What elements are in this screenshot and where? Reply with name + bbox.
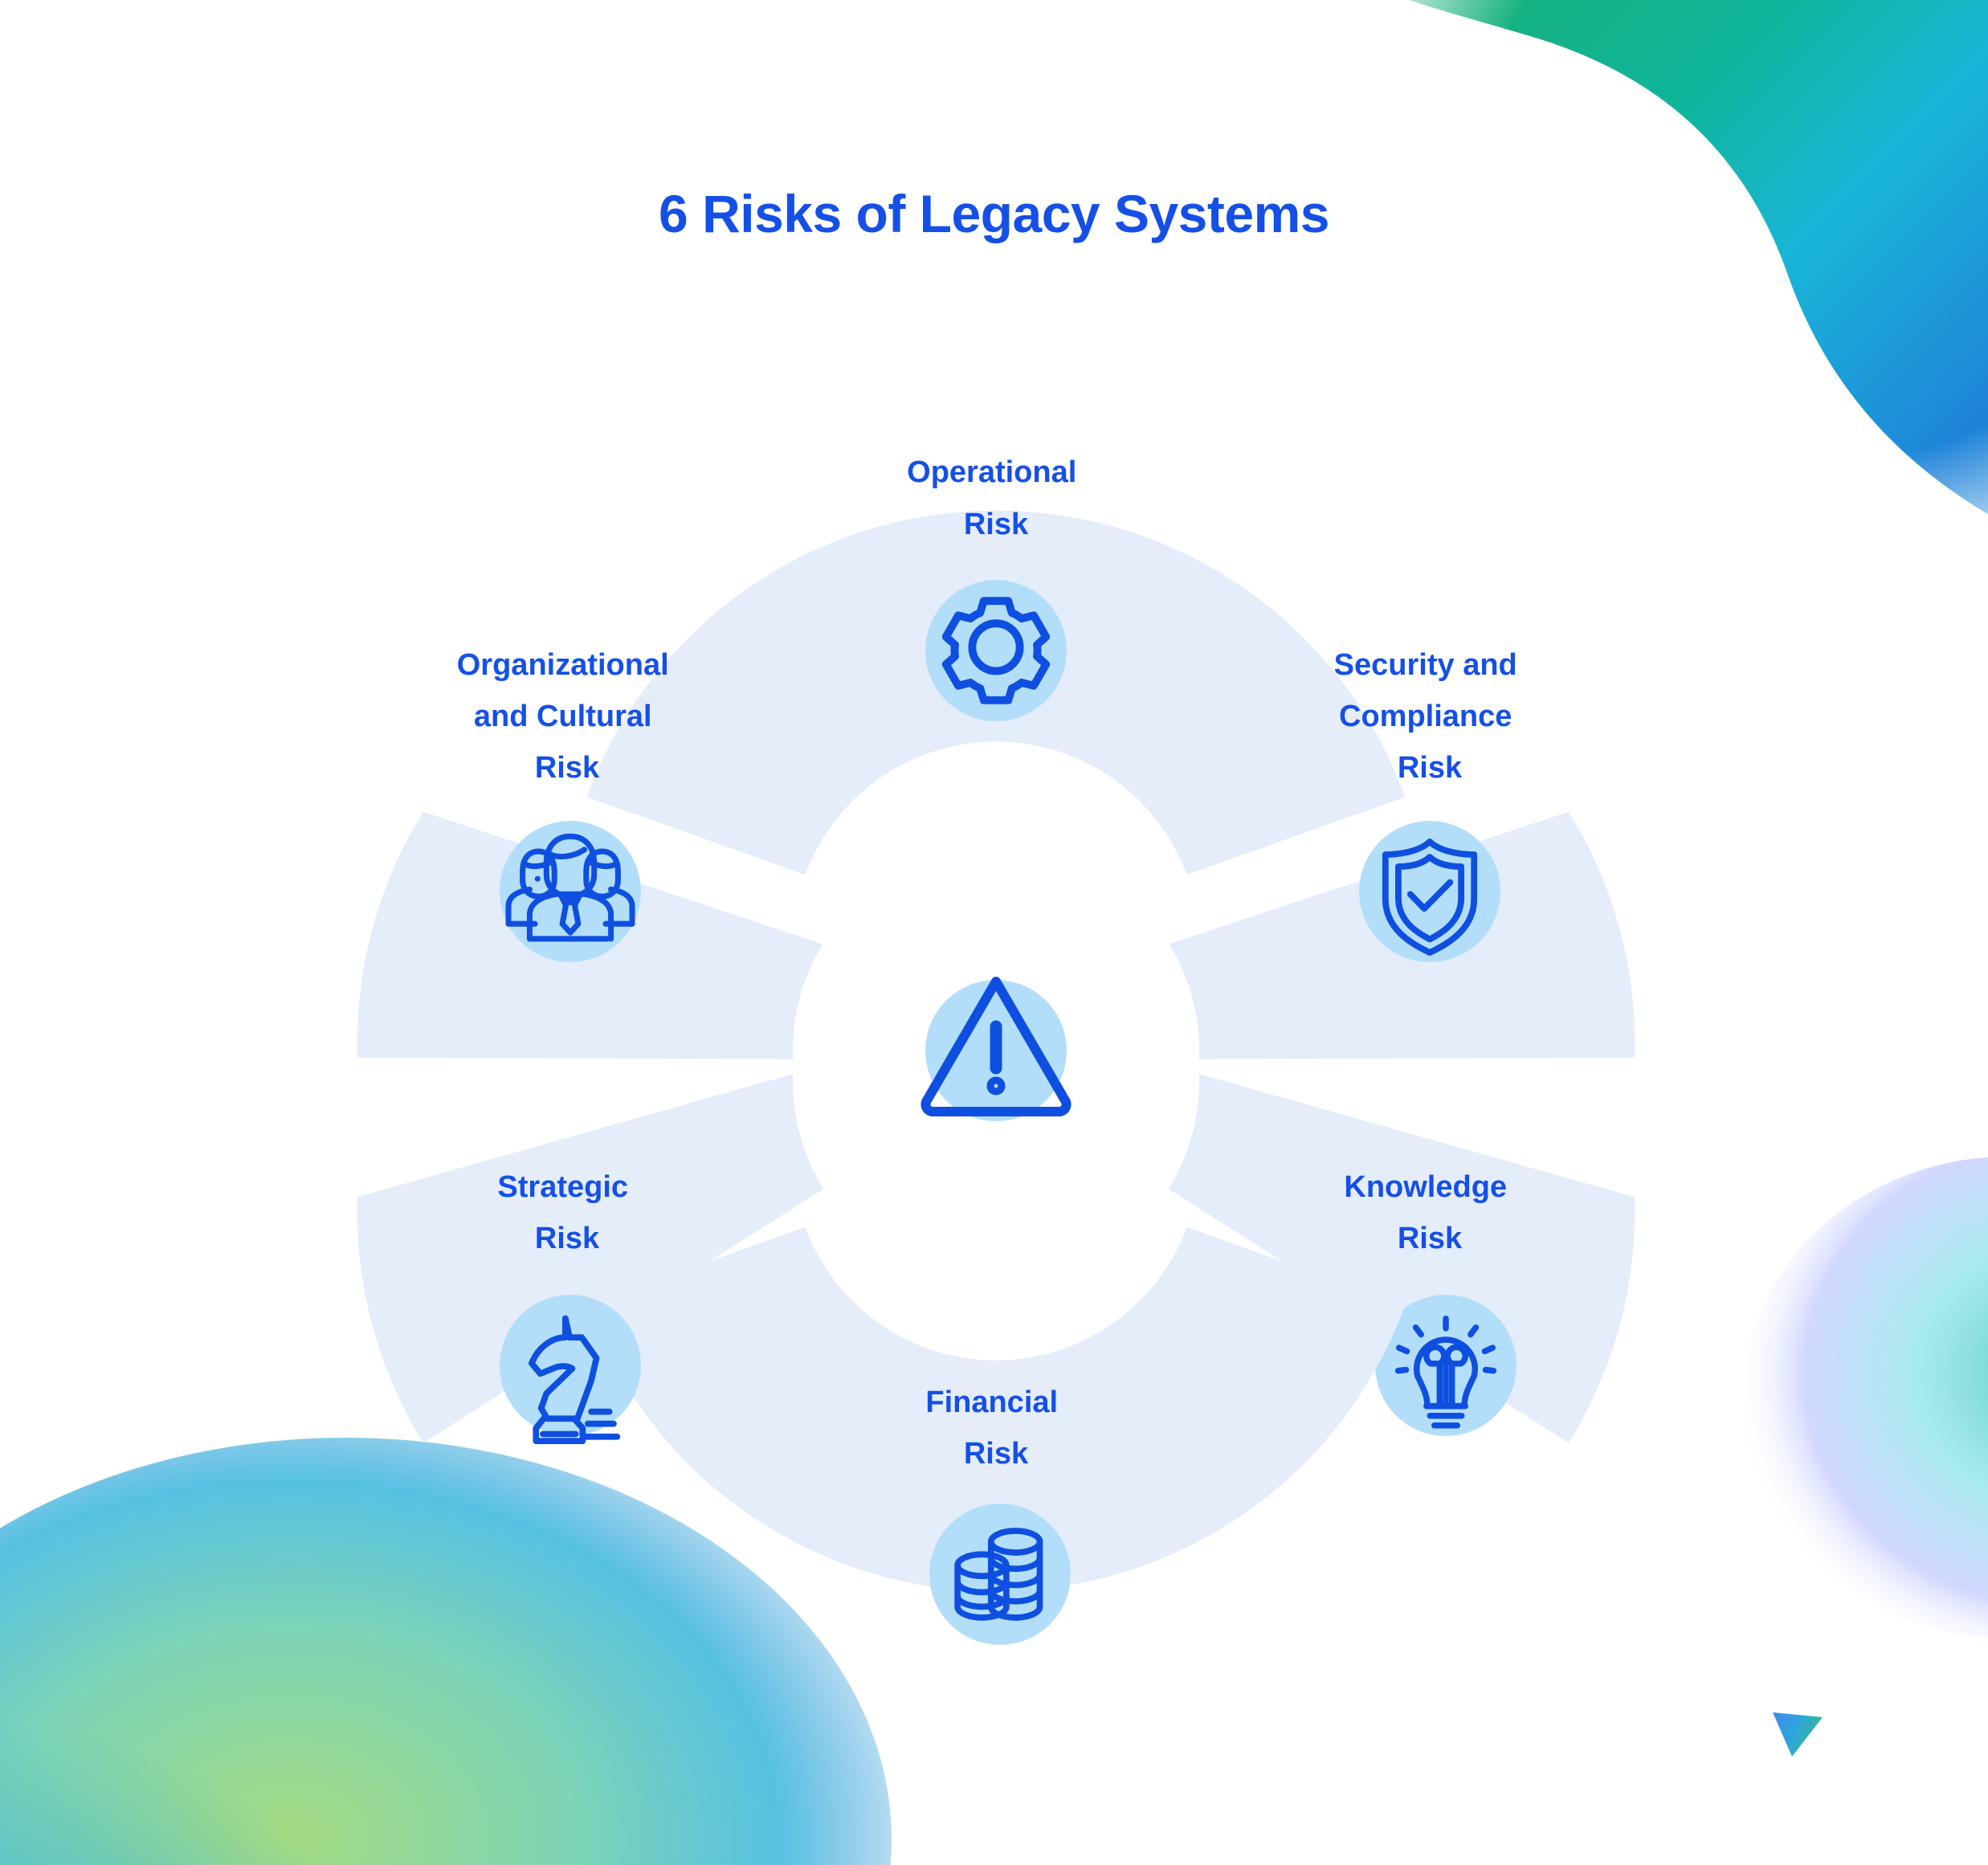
- label-line: Knowledge: [1344, 1170, 1507, 1204]
- segment-strategic[interactable]: Strategic Risk: [357, 1074, 824, 1445]
- segment-security-compliance[interactable]: Security and Compliance Risk: [1168, 648, 1635, 1059]
- label-line: Strategic: [497, 1170, 628, 1204]
- coins-icon: [954, 1528, 1043, 1621]
- team-people-icon: [505, 833, 635, 942]
- segment-organizational-cultural[interactable]: Organizational and Cultural Risk: [357, 648, 824, 1059]
- label-line: Financial: [925, 1385, 1058, 1419]
- page-title: 6 Risks of Legacy Systems: [659, 184, 1329, 243]
- segment-financial[interactable]: Financial Risk: [586, 1226, 1406, 1645]
- label-line: Organizational: [457, 648, 669, 682]
- segment-security-compliance-label: Security and Compliance Risk: [1334, 648, 1526, 785]
- segment-knowledge-label: Knowledge Risk: [1344, 1170, 1515, 1255]
- wheel-center: [793, 847, 1199, 1254]
- segment-financial-label: Financial Risk: [925, 1385, 1066, 1471]
- segment-organizational-cultural-label: Organizational and Cultural Risk: [457, 648, 677, 785]
- segment-strategic-wedge[interactable]: [357, 1074, 824, 1443]
- label-line: Risk: [1398, 1222, 1463, 1255]
- warning-triangle-icon: [921, 977, 1072, 1116]
- segment-strategic-label: Strategic Risk: [497, 1170, 636, 1255]
- label-line: and Cultural: [474, 700, 652, 733]
- segment-operational[interactable]: Operational Risk: [586, 455, 1406, 875]
- chess-knight-icon: [529, 1315, 621, 1445]
- label-line: Risk: [535, 751, 600, 785]
- label-line: Security and: [1334, 648, 1517, 682]
- shield-check-icon: [1382, 838, 1478, 956]
- label-line: Risk: [1398, 751, 1463, 785]
- triangle-logo-mark[interactable]: [1771, 1707, 1824, 1760]
- lightbulb-icon: [1394, 1315, 1497, 1429]
- label-line: Risk: [964, 1437, 1029, 1471]
- label-line: Risk: [535, 1222, 600, 1255]
- segment-financial-wedge[interactable]: [586, 1226, 1406, 1592]
- segment-knowledge-wedge[interactable]: [1168, 1074, 1635, 1443]
- label-line: Compliance: [1339, 700, 1512, 733]
- label-line: Operational: [907, 455, 1076, 489]
- label-line: Risk: [964, 508, 1029, 541]
- segment-operational-label: Operational Risk: [907, 455, 1085, 541]
- logo-triangle-shape: [1773, 1712, 1823, 1757]
- gear-icon: [941, 597, 1051, 704]
- segment-knowledge[interactable]: Knowledge Risk: [1168, 1074, 1635, 1443]
